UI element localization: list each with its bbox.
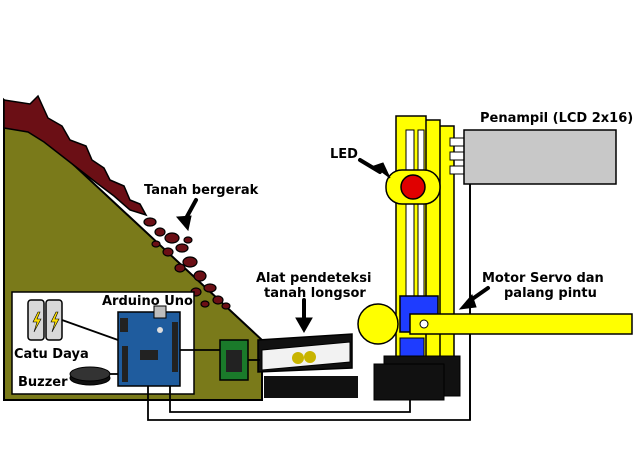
label-lcd: Penampil (LCD 2x16) <box>480 111 633 126</box>
label-arduino: Arduino Uno <box>102 294 193 309</box>
label-detector-1: Alat pendeteksi <box>256 271 371 286</box>
label-power: Catu Daya <box>14 347 89 362</box>
label-servo-2: palang pintu <box>504 286 597 301</box>
label-moving-soil: Tanah bergerak <box>144 183 259 198</box>
label-led: LED <box>330 147 358 162</box>
gate-tower <box>395 115 455 383</box>
gate-arm <box>357 303 633 345</box>
arrows <box>175 158 490 334</box>
battery-icon <box>27 299 63 341</box>
sensor-module <box>219 339 249 381</box>
lcd-display <box>449 129 617 185</box>
tower-base <box>373 355 461 401</box>
buzzer-icon <box>69 366 111 386</box>
label-servo-1: Motor Servo dan <box>482 271 604 286</box>
arduino-board <box>117 305 181 387</box>
landslide-detector <box>257 333 358 398</box>
led-light <box>385 169 441 205</box>
label-detector-2: tanah longsor <box>264 286 366 301</box>
soil-crust <box>3 94 148 217</box>
label-buzzer: Buzzer <box>18 375 68 390</box>
moving-soil-rocks <box>143 217 231 310</box>
